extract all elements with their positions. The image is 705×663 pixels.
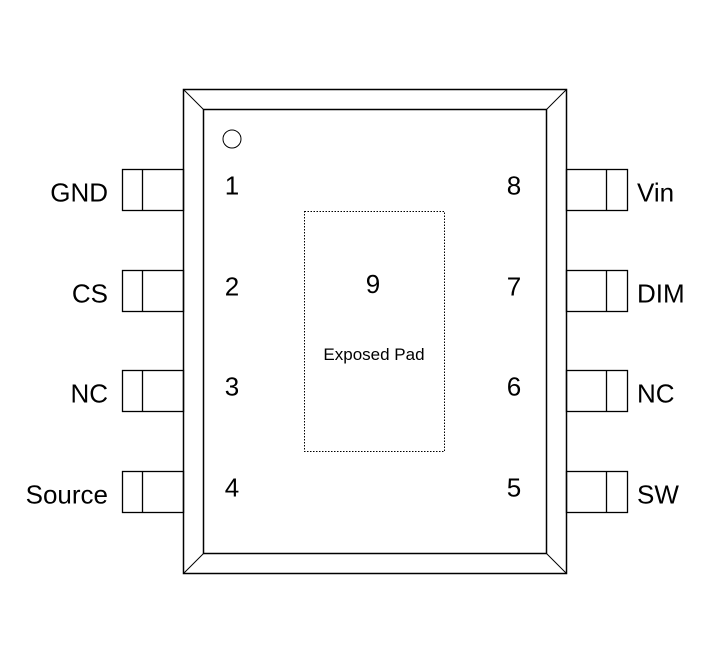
pin-lead bbox=[121, 269, 185, 313]
pin-lead bbox=[565, 269, 629, 313]
package-outer-outline bbox=[182, 88, 568, 575]
bevel-bottom-left bbox=[183, 553, 204, 574]
pin-lead bbox=[565, 369, 629, 413]
pin-name: SW bbox=[637, 480, 679, 510]
pin-lead bbox=[121, 470, 185, 514]
pin1-indicator-icon bbox=[222, 129, 242, 149]
package-body bbox=[182, 88, 568, 575]
pin-number: 5 bbox=[507, 473, 521, 503]
pin-name: NC bbox=[637, 379, 675, 409]
pin-number: 6 bbox=[507, 372, 521, 402]
pin-1: 1 GND bbox=[50, 168, 239, 212]
package-inner-outline bbox=[202, 108, 548, 555]
pin-lead bbox=[565, 470, 629, 514]
pin-name: Source bbox=[26, 480, 108, 510]
pin-5: 5 SW bbox=[507, 470, 679, 514]
exposed-pad-label: Exposed Pad bbox=[323, 345, 424, 364]
pin-lead bbox=[121, 369, 185, 413]
pin-number: 2 bbox=[225, 272, 239, 302]
pin-name: CS bbox=[72, 279, 108, 309]
pin-name: GND bbox=[50, 178, 108, 208]
left-pins: 1 GND 2 CS 3 NC 4 Source bbox=[26, 168, 239, 514]
pin-2: 2 CS bbox=[72, 269, 239, 313]
bevel-top-left bbox=[183, 89, 204, 110]
bevel-bottom-right bbox=[546, 553, 567, 574]
pin-4: 4 Source bbox=[26, 470, 239, 514]
pin-name: DIM bbox=[637, 279, 685, 309]
pin-number: 8 bbox=[507, 171, 521, 201]
pin-number: 7 bbox=[507, 272, 521, 302]
exposed-pad: 9 Exposed Pad bbox=[304, 211, 445, 452]
pin-number: 1 bbox=[225, 171, 239, 201]
pin-6: 6 NC bbox=[507, 369, 675, 413]
exposed-pad-number: 9 bbox=[366, 269, 380, 299]
pin-name: Vin bbox=[637, 178, 674, 208]
right-pins: 8 Vin 7 DIM 6 NC 5 SW bbox=[507, 168, 685, 514]
pin-8: 8 Vin bbox=[507, 168, 674, 212]
pin-lead bbox=[121, 168, 185, 212]
pin-7: 7 DIM bbox=[507, 269, 685, 313]
exposed-pad-outline bbox=[304, 211, 445, 452]
pin-lead bbox=[565, 168, 629, 212]
pin-name: NC bbox=[70, 379, 108, 409]
pin-number: 3 bbox=[225, 372, 239, 402]
bevel-top-right bbox=[546, 89, 567, 110]
pin-3: 3 NC bbox=[70, 369, 239, 413]
pin-number: 4 bbox=[225, 473, 239, 503]
